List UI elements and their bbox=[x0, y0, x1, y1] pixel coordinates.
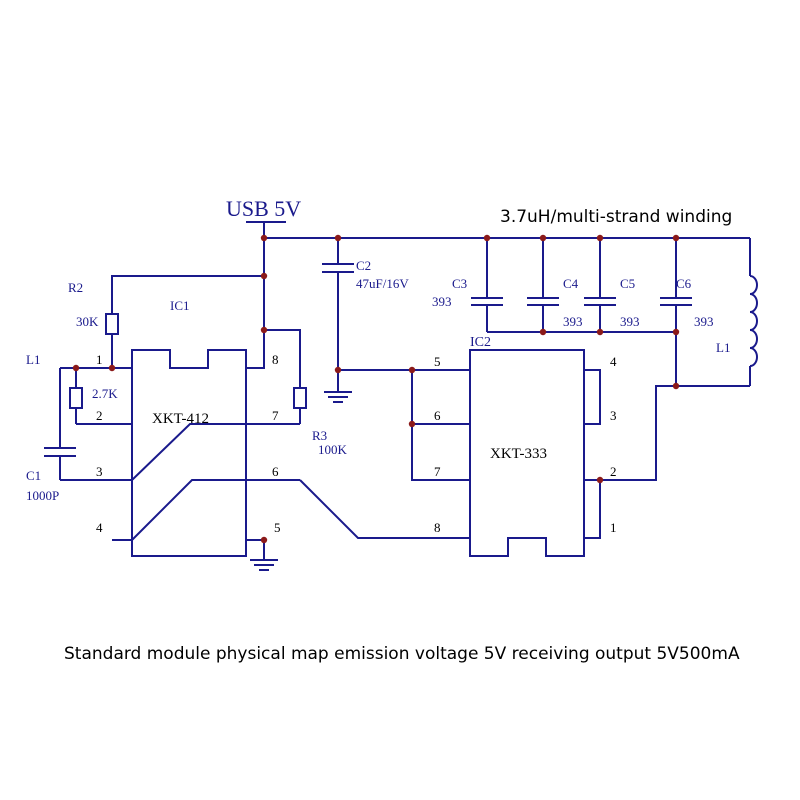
ic1-pin-1: 1 bbox=[96, 352, 103, 367]
c4-value: 393 bbox=[563, 314, 583, 329]
ic2-chip: IC2 XKT-333 bbox=[469, 335, 585, 557]
c2-value: 47uF/16V bbox=[356, 276, 409, 291]
r3-ref: R3 bbox=[312, 428, 327, 443]
c5-value: 393 bbox=[620, 314, 640, 329]
l1-left-label: L1 bbox=[26, 352, 40, 367]
ic1-chip: IC1 XKT-412 bbox=[131, 298, 247, 557]
ic2-pin-5: 5 bbox=[434, 354, 441, 369]
ic2-pin-8: 8 bbox=[434, 520, 441, 535]
c3-value: 393 bbox=[432, 294, 452, 309]
ic2-pin-7: 7 bbox=[434, 464, 441, 479]
c4-ref: C4 bbox=[563, 276, 579, 291]
r1-value: 2.7K bbox=[92, 386, 118, 401]
capacitor-c4: C4 393 bbox=[527, 238, 583, 332]
ic2-pin-4: 4 bbox=[610, 354, 617, 369]
ic1-pins: 1 2 3 4 5 6 7 8 bbox=[60, 352, 300, 541]
inductor-l1: L1 bbox=[676, 238, 758, 387]
l1-ref: L1 bbox=[716, 340, 730, 355]
ic1-pin-4: 4 bbox=[96, 520, 103, 535]
ground-symbol-ic1 bbox=[246, 539, 278, 571]
r2-ref: R2 bbox=[68, 280, 83, 295]
r3-value: 100K bbox=[318, 442, 348, 457]
ic1-pin-2: 2 bbox=[96, 408, 103, 423]
ic2-pin-6: 6 bbox=[434, 408, 441, 423]
c1-value: 1000P bbox=[26, 488, 59, 503]
ic1-ref: IC1 bbox=[170, 298, 190, 313]
capacitor-c5: C5 393 bbox=[584, 238, 640, 332]
ic2-ref: IC2 bbox=[470, 335, 491, 350]
winding-note: 3.7uH/multi-strand winding bbox=[500, 207, 732, 227]
c2-ref: C2 bbox=[356, 258, 371, 273]
capacitor-c1: C1 1000P L1 bbox=[26, 352, 76, 503]
ic1-pin-5: 5 bbox=[274, 520, 281, 535]
diagram-caption: Standard module physical map emission vo… bbox=[64, 644, 740, 664]
ic2-name: XKT-333 bbox=[490, 446, 547, 462]
c3-ref: C3 bbox=[452, 276, 467, 291]
c5-ref: C5 bbox=[620, 276, 635, 291]
ic1-pin-6: 6 bbox=[272, 464, 279, 479]
junctions bbox=[72, 234, 680, 544]
usb-5v-label: USB 5V bbox=[226, 196, 301, 221]
power-rail: USB 5V bbox=[226, 196, 750, 239]
capacitor-c2: C2 47uF/16V bbox=[322, 238, 409, 370]
ic2-pin-3: 3 bbox=[610, 408, 617, 423]
ic1-pin-8: 8 bbox=[272, 352, 279, 367]
ground-symbol-c2 bbox=[324, 370, 352, 403]
ic1-pin-7: 7 bbox=[272, 408, 279, 423]
c1-ref: C1 bbox=[26, 468, 41, 483]
r2-value: 30K bbox=[76, 314, 99, 329]
capacitor-c3: C3 393 bbox=[432, 238, 503, 332]
ic2-pins: 5 6 7 8 4 3 2 1 bbox=[299, 354, 617, 539]
ic1-pin-3: 3 bbox=[96, 464, 103, 479]
resistor-r3: R3 100K bbox=[264, 329, 348, 457]
resistor-r1: 2.7K bbox=[69, 367, 118, 424]
ic2-pin-2: 2 bbox=[610, 464, 617, 479]
c6-ref: C6 bbox=[676, 276, 692, 291]
capacitor-c6: C6 393 bbox=[660, 238, 714, 386]
c6-value: 393 bbox=[694, 314, 714, 329]
resistor-r2: R2 30K bbox=[68, 280, 119, 368]
ic2-pin-1: 1 bbox=[610, 520, 617, 535]
